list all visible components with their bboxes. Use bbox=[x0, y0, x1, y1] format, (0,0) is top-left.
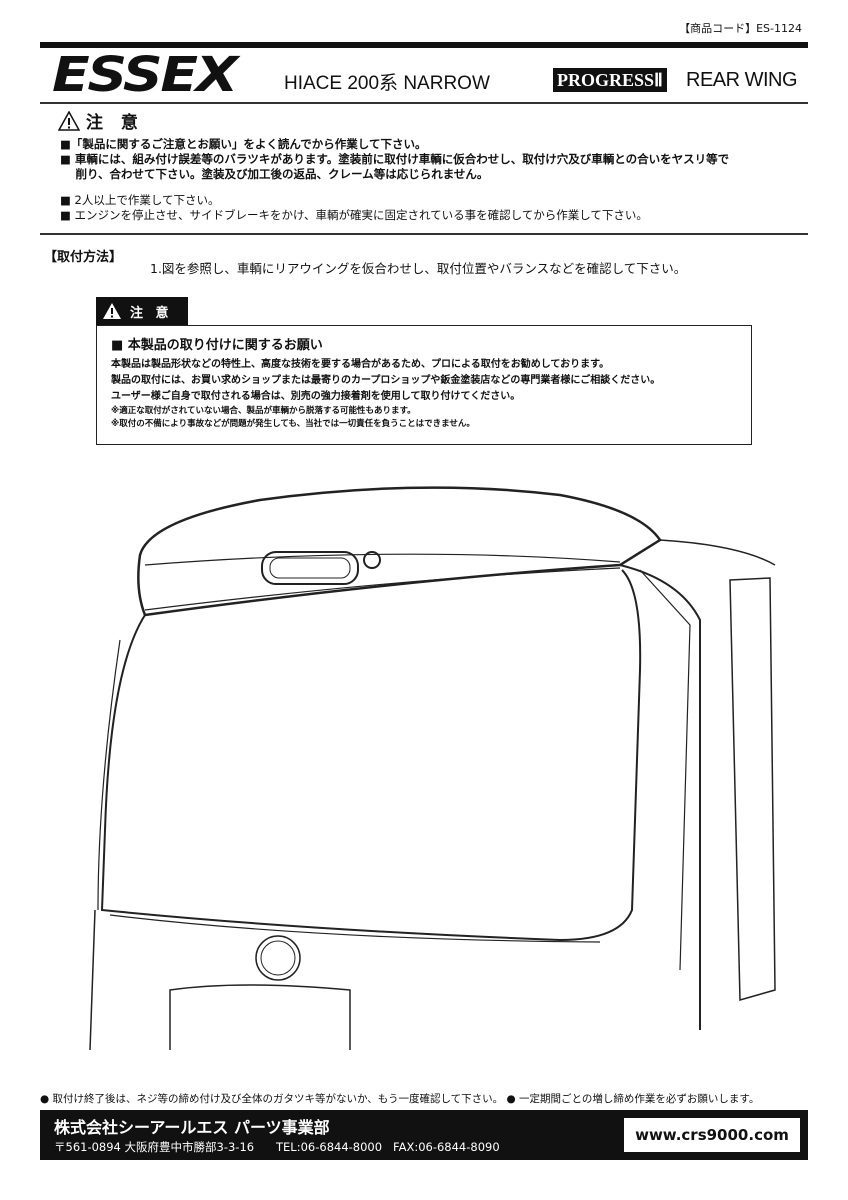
product-name: REAR WING bbox=[686, 69, 798, 91]
series-badge: PROGRESSⅡ bbox=[553, 68, 667, 92]
warning-icon bbox=[58, 110, 80, 131]
website-link[interactable]: www.crs9000.com bbox=[624, 1118, 800, 1152]
high-mount-stop-lamp bbox=[261, 551, 359, 585]
header-rule bbox=[40, 42, 808, 48]
notice-tab: 注 意 bbox=[96, 297, 188, 325]
caution-title: 注 意 bbox=[86, 113, 144, 133]
company-address: 〒561-0894 大阪府豊中市勝部3-3-16 TEL:06-6844-800… bbox=[54, 1140, 500, 1154]
notice-tab-label: 注 意 bbox=[130, 305, 173, 321]
body-side bbox=[619, 564, 701, 1030]
notice-paragraph: ユーザー様ご自身で取付される場合は、別売の強力接着剤を使用して取り付けてください… bbox=[111, 391, 521, 402]
rear-wing bbox=[137, 486, 662, 617]
caution-line: ■ 2人以上で作業して下さい。 bbox=[60, 193, 220, 207]
rear-window bbox=[100, 569, 642, 942]
divider bbox=[40, 233, 808, 235]
notice-title: ■ 本製品の取り付けに関するお願い bbox=[111, 338, 323, 353]
notice-box: ■ 本製品の取り付けに関するお願い 本製品は製品形状などの特性上、高度な技術を要… bbox=[96, 325, 752, 445]
step-1: 1.図を参照し、車輌にリアウイングを仮合わせし、取付位置やバランスなどを確認して… bbox=[150, 261, 687, 276]
fuel-cap bbox=[255, 935, 301, 981]
method-heading: 【取付方法】 bbox=[44, 250, 123, 265]
notice-note: ※取付の不備により事故などが問題が発生しても、当社では一切責任を負うことはできま… bbox=[111, 419, 475, 429]
rear-wing-illustration bbox=[89, 486, 776, 1050]
divider bbox=[40, 102, 808, 104]
notice-note: ※適正な取付がされていない場合、製品が車輌から脱落する可能性もあります。 bbox=[111, 406, 416, 416]
warning-icon bbox=[103, 303, 121, 319]
caution-line: ■ 車輌には、組み付け誤差等のバラツキがあります。塗装前に取付け車輌に仮合わせし… bbox=[60, 152, 730, 166]
caution-heading: 注 意 bbox=[58, 108, 144, 133]
product-code: 【商品コード】ES-1124 bbox=[679, 22, 802, 35]
company-band: 株式会社シーアールエス パーツ事業部 〒561-0894 大阪府豊中市勝部3-3… bbox=[40, 1110, 808, 1160]
notice-paragraph: 本製品は製品形状などの特性上、高度な技術を要する場合があるため、プロによる取付を… bbox=[111, 359, 610, 370]
brand-logo: ESSEX bbox=[52, 47, 238, 103]
camera bbox=[363, 551, 381, 569]
caution-line: ■「製品に関するご注意とお願い」をよく読んでから作業して下さい。 bbox=[60, 137, 427, 151]
company-name: 株式会社シーアールエス パーツ事業部 bbox=[54, 1118, 330, 1137]
vehicle-model: HIACE 200系 NARROW bbox=[284, 73, 490, 94]
notice-paragraph: 製品の取付には、お買い求めショップまたは最寄りのカープロショップや鈑金塗装店など… bbox=[111, 375, 661, 386]
footer-note: ● 取付け終了後は、ネジ等の締め付け及び全体のガタツキ等がないか、もう一度確認し… bbox=[40, 1093, 760, 1105]
caution-line: ■ エンジンを停止させ、サイドブレーキをかけ、車輌が確実に固定されている事を確認… bbox=[60, 208, 648, 222]
caution-line: 削り、合わせて下さい。塗装及び加工後の返品、クレーム等は応じられません。 bbox=[60, 167, 489, 181]
